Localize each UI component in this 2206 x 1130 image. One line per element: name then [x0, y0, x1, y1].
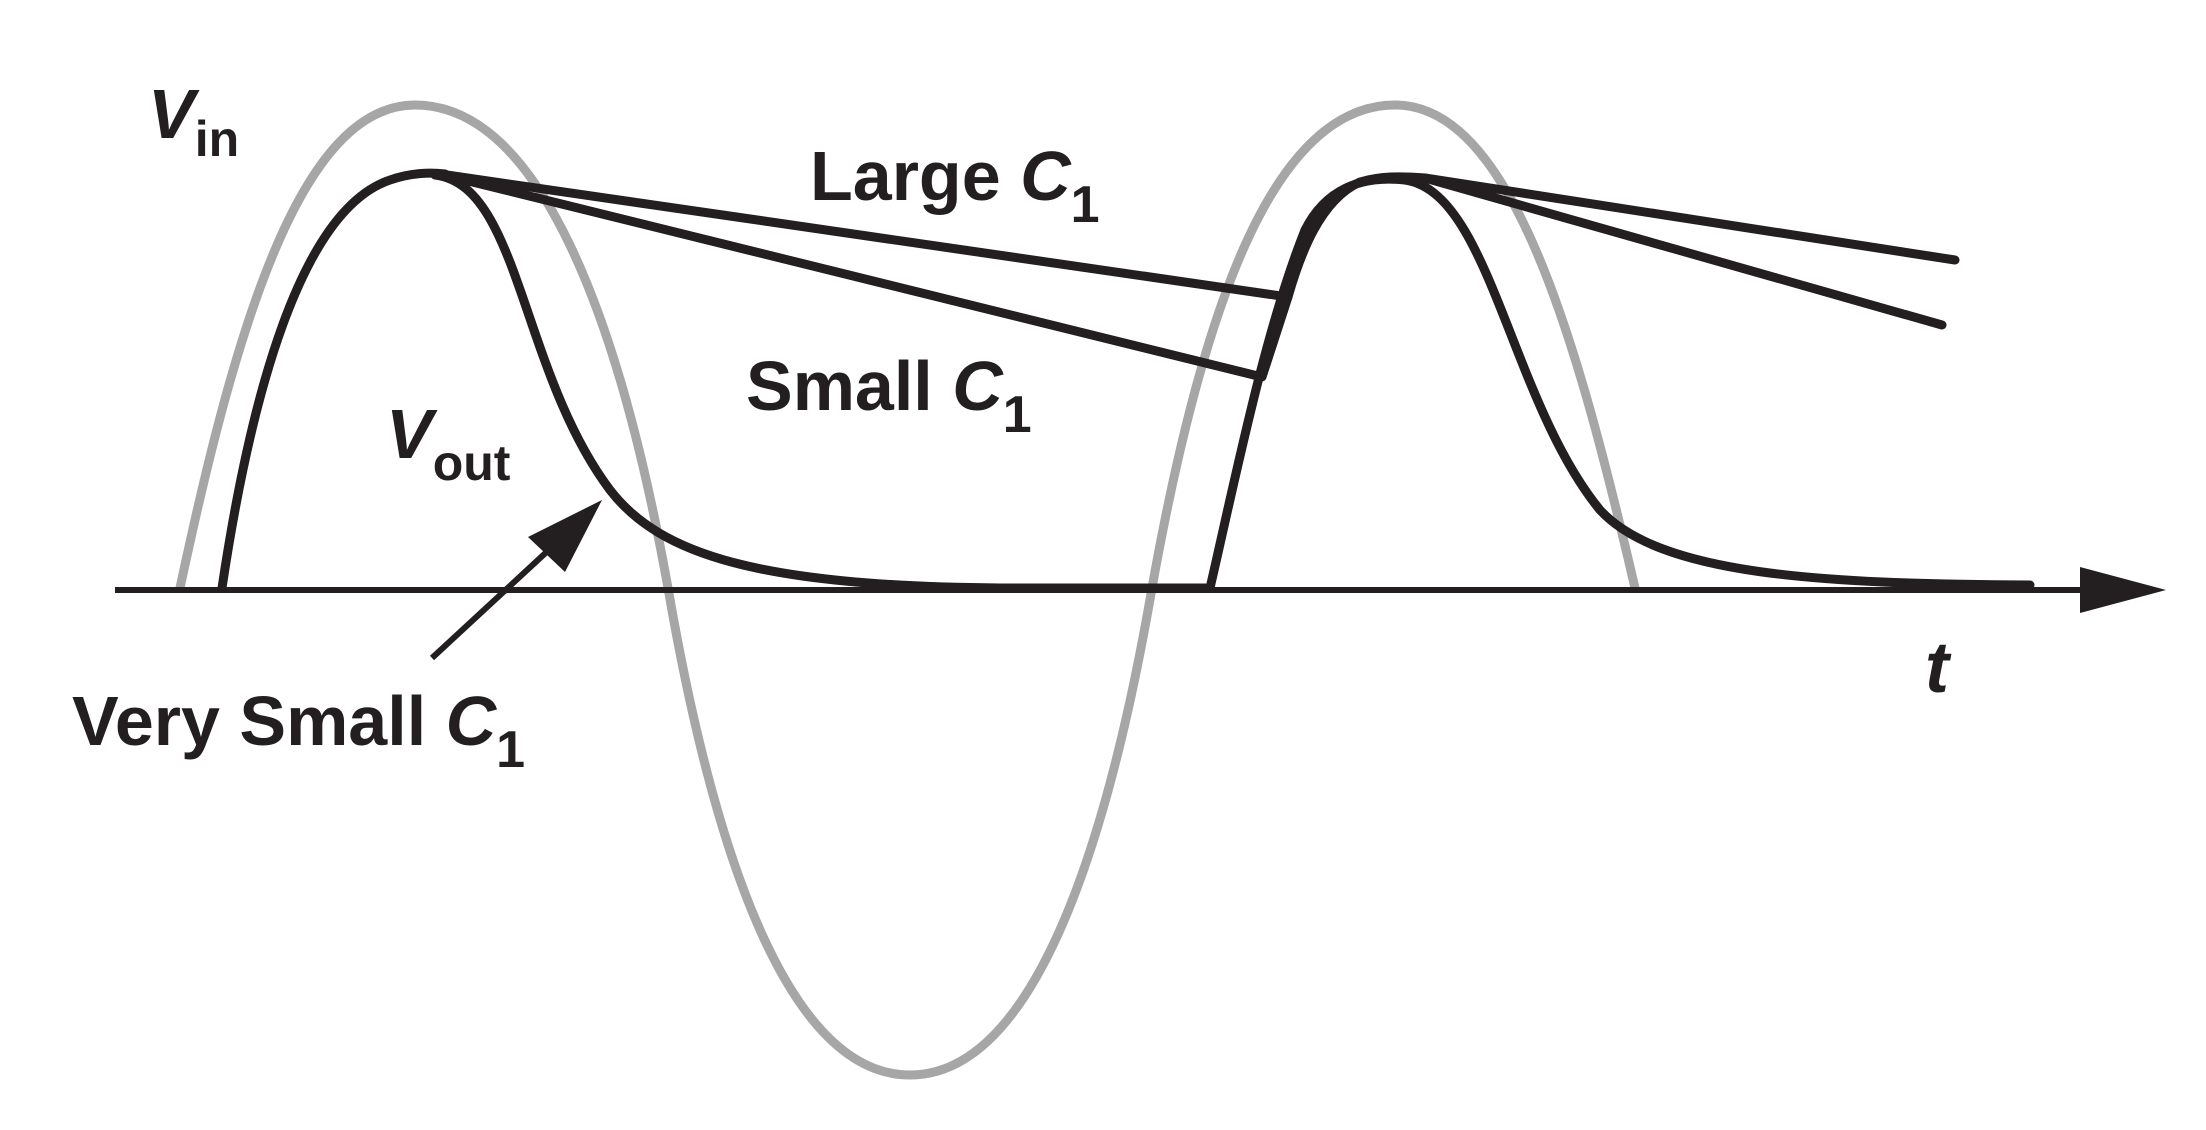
- vout-very-small-c1: [430, 170, 2035, 593]
- time-axis-arrowhead: [2080, 567, 2166, 613]
- vin-sine-wave: [175, 100, 1640, 1080]
- very-small-c1-pointer-arrowhead: [528, 500, 602, 572]
- very-small-c1-pointer-line: [429, 532, 568, 661]
- large-c1-label: Large C1: [810, 137, 1100, 234]
- vout-first-rise: [217, 168, 450, 593]
- vin-label: Vin: [148, 75, 239, 167]
- vout-small-c1: [435, 169, 1947, 382]
- vout-label: Vout: [386, 395, 511, 491]
- time-axis-label: t: [1925, 628, 1952, 708]
- small-c1-label: Small C1: [746, 347, 1032, 444]
- very-small-c1-label: Very Small C1: [72, 682, 525, 779]
- vout-large-c1: [435, 169, 1960, 302]
